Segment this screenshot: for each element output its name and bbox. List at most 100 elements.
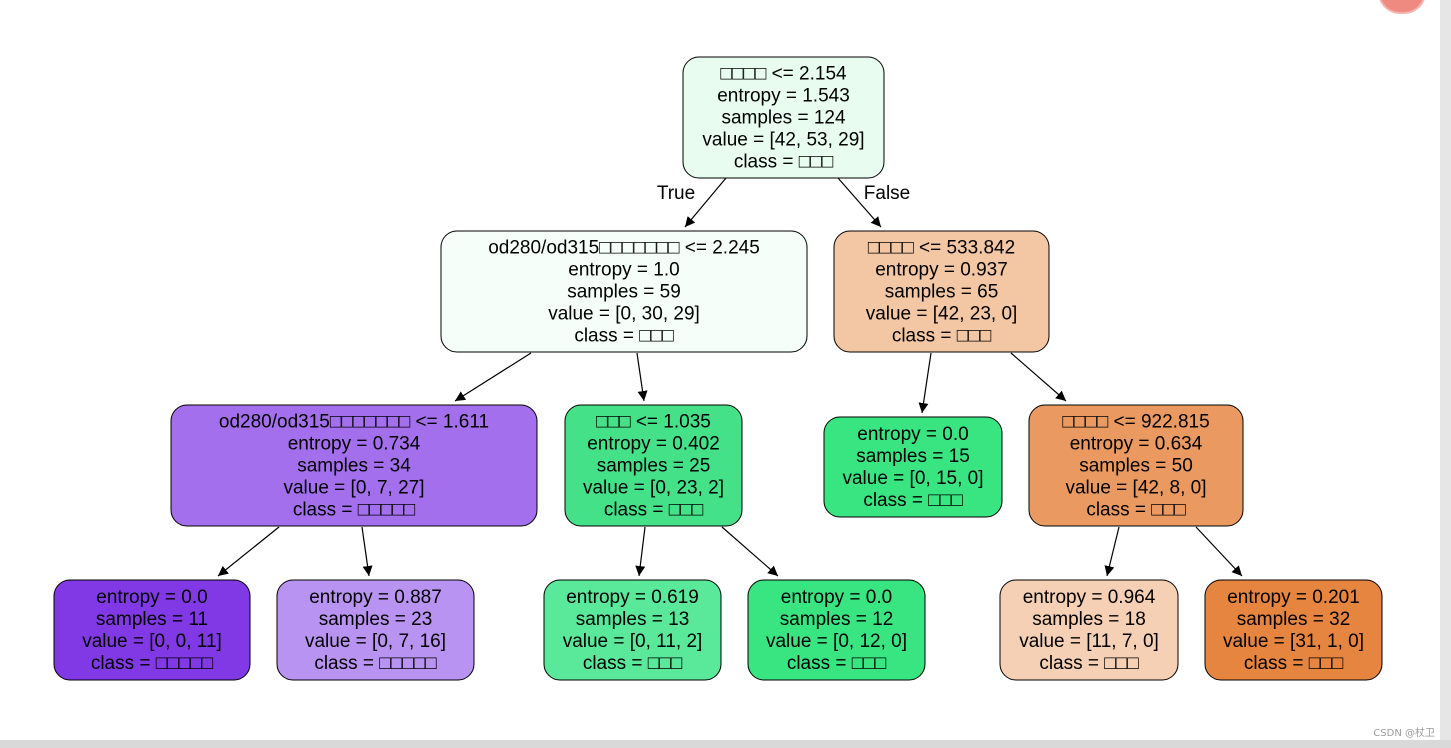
node-line: class = □□□ bbox=[892, 326, 992, 347]
node-line: entropy = 0.0 bbox=[857, 424, 968, 445]
edge-arrow bbox=[635, 526, 646, 577]
node-line: value = [0, 11, 2] bbox=[563, 631, 703, 652]
node-line: entropy = 0.964 bbox=[1023, 587, 1156, 608]
node-line: entropy = 0.734 bbox=[288, 434, 421, 455]
edge-arrow bbox=[454, 352, 532, 402]
node-line: samples = 12 bbox=[780, 609, 894, 630]
node-line: value = [11, 7, 0] bbox=[1019, 631, 1159, 652]
node-box-n6 bbox=[1028, 404, 1244, 527]
node-line: samples = 34 bbox=[297, 456, 411, 477]
tree-edge-n2-n6 bbox=[1010, 352, 1067, 402]
tree-edge-n1-n3 bbox=[454, 352, 532, 402]
node-line: samples = 32 bbox=[1237, 609, 1351, 630]
edge-arrow bbox=[1010, 352, 1067, 402]
tree-edge-n1-n4 bbox=[636, 352, 648, 402]
node-box-n11 bbox=[999, 579, 1179, 681]
node-line: entropy = 0.402 bbox=[587, 434, 720, 455]
node-line: class = □□□ bbox=[583, 653, 683, 674]
node-line: class = □□□□□ bbox=[91, 653, 214, 674]
vertical-scrollbar[interactable] bbox=[1440, 0, 1451, 748]
node-line: class = □□□ bbox=[1086, 500, 1186, 521]
node-line: entropy = 0.887 bbox=[309, 587, 442, 608]
tree-edge-n6-n11 bbox=[1104, 526, 1120, 577]
node-line: samples = 18 bbox=[1032, 609, 1146, 630]
node-line: value = [42, 53, 29] bbox=[702, 130, 864, 151]
edge-arrow bbox=[918, 352, 932, 414]
node-line: class = □□□ bbox=[1244, 653, 1344, 674]
node-line: class = □□□□□ bbox=[293, 500, 416, 521]
tree-edge-n3-n7 bbox=[217, 526, 280, 577]
node-line: value = [0, 0, 11] bbox=[82, 631, 222, 652]
node-box-n3 bbox=[170, 404, 538, 527]
node-line: □□□□ <= 2.154 bbox=[720, 64, 847, 85]
node-line: value = [0, 23, 2] bbox=[583, 478, 724, 499]
tree-edge-root-n2 bbox=[837, 177, 882, 228]
node-line: □□□□ <= 533.842 bbox=[868, 238, 1015, 259]
edge-arrow bbox=[217, 526, 280, 577]
edge-arrow bbox=[1104, 526, 1120, 577]
edge-label-false: False bbox=[864, 183, 910, 204]
node-line: samples = 13 bbox=[576, 609, 690, 630]
horizontal-scrollbar[interactable] bbox=[0, 740, 1451, 748]
edge-arrow bbox=[361, 526, 373, 577]
tree-edge-n2-n5 bbox=[918, 352, 932, 414]
edge-arrow bbox=[636, 352, 648, 402]
node-line: class = □□□ bbox=[604, 500, 704, 521]
node-line: od280/od315□□□□□□□ <= 2.245 bbox=[488, 238, 760, 259]
node-line: □□□ <= 1.035 bbox=[596, 412, 711, 433]
edge-arrow bbox=[684, 177, 727, 228]
tree-edge-n4-n10 bbox=[721, 526, 779, 577]
node-line: value = [0, 15, 0] bbox=[842, 468, 983, 489]
tree-edge-n3-n8 bbox=[361, 526, 373, 577]
node-line: entropy = 0.201 bbox=[1227, 587, 1360, 608]
node-line: class = □□□ bbox=[1039, 653, 1139, 674]
node-line: value = [42, 23, 0] bbox=[866, 304, 1018, 325]
watermark-text: CSDN @杖卫 bbox=[1373, 728, 1435, 739]
node-box-n9 bbox=[543, 579, 722, 681]
tree-edge-n6-n12 bbox=[1195, 526, 1243, 577]
edge-arrow bbox=[837, 177, 882, 228]
node-box-n10 bbox=[747, 579, 926, 681]
node-line: entropy = 0.634 bbox=[1070, 434, 1203, 455]
node-line: class = □□□ bbox=[734, 152, 834, 173]
node-line: samples = 124 bbox=[721, 108, 846, 129]
node-line: □□□□ <= 922.815 bbox=[1062, 412, 1209, 433]
node-box-n1 bbox=[440, 230, 808, 353]
edge-label-true: True bbox=[657, 183, 695, 204]
node-line: samples = 59 bbox=[567, 282, 681, 303]
node-line: value = [31, 1, 0] bbox=[1223, 631, 1364, 652]
node-box-n5 bbox=[823, 416, 1003, 518]
edge-arrow bbox=[1195, 526, 1243, 577]
node-line: samples = 65 bbox=[885, 282, 999, 303]
node-box-n8 bbox=[276, 579, 475, 681]
node-line: class = □□□ bbox=[787, 653, 887, 674]
node-line: entropy = 0.0 bbox=[96, 587, 207, 608]
node-box-n12 bbox=[1204, 579, 1383, 681]
node-line: entropy = 0.937 bbox=[875, 260, 1008, 281]
node-line: value = [0, 7, 27] bbox=[283, 478, 424, 499]
node-line: od280/od315□□□□□□□ <= 1.611 bbox=[219, 412, 489, 433]
tree-edges bbox=[217, 177, 1243, 577]
node-line: value = [0, 30, 29] bbox=[548, 304, 700, 325]
node-line: samples = 15 bbox=[856, 446, 970, 467]
node-box-n4 bbox=[564, 404, 743, 527]
node-line: class = □□□ bbox=[863, 490, 963, 511]
node-box-root bbox=[682, 56, 885, 179]
node-line: class = □□□ bbox=[574, 326, 674, 347]
node-line: entropy = 0.619 bbox=[566, 587, 699, 608]
node-box-n7 bbox=[53, 579, 251, 681]
tree-edge-n4-n9 bbox=[635, 526, 646, 577]
node-line: value = [0, 12, 0] bbox=[766, 631, 907, 652]
